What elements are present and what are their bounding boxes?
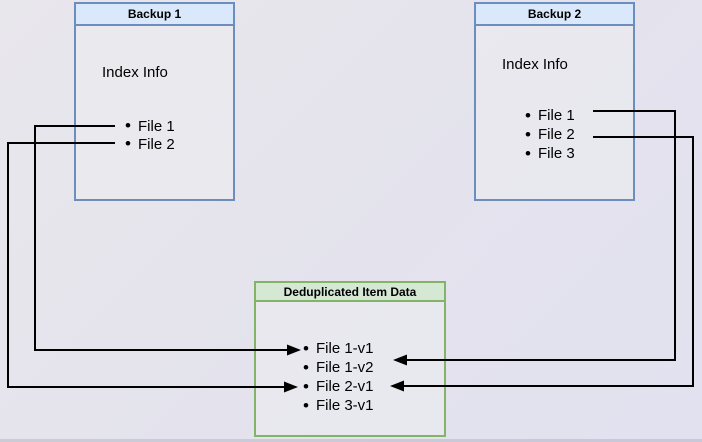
backup1-file-2: File 2 — [138, 135, 175, 153]
dedup-file-1-v2: File 1-v2 — [316, 359, 374, 376]
backup1-box: Backup 1 Index Info File 1 File 2 — [74, 2, 235, 201]
list-item: File 3-v1 — [303, 396, 374, 415]
backup1-title: Backup 1 — [76, 4, 233, 26]
backup2-box: Backup 2 Index Info File 1 File 2 File 3 — [474, 2, 635, 201]
backup2-file-2: File 2 — [538, 126, 575, 143]
list-item: File 1-v2 — [303, 358, 374, 377]
list-item: File 2-v1 — [303, 377, 374, 396]
list-item: File 1 — [525, 106, 575, 125]
backup1-file-1: File 1 — [138, 117, 175, 135]
backup2-subtitle: Index Info — [502, 56, 568, 73]
list-item: File 1-v1 — [303, 339, 374, 358]
backup2-file-1: File 1 — [538, 107, 575, 124]
backup2-file-3: File 3 — [538, 145, 575, 162]
backup1-file-list: File 1 File 2 — [125, 117, 175, 153]
dedup-title: Deduplicated Item Data — [256, 283, 444, 302]
backup1-subtitle: Index Info — [102, 64, 168, 81]
dedup-file-2-v1: File 2-v1 — [316, 378, 374, 395]
dedup-file-1-v1: File 1-v1 — [316, 340, 374, 357]
list-item: File 1 — [125, 117, 175, 135]
list-item: File 2 — [525, 125, 575, 144]
dedup-file-3-v1: File 3-v1 — [316, 397, 374, 414]
backup2-file-list: File 1 File 2 File 3 — [525, 106, 575, 163]
dedup-item-list: File 1-v1 File 1-v2 File 2-v1 File 3-v1 — [303, 339, 374, 415]
dedup-box: Deduplicated Item Data File 1-v1 File 1-… — [254, 281, 446, 437]
list-item: File 2 — [125, 135, 175, 153]
backup2-title: Backup 2 — [476, 4, 633, 26]
list-item: File 3 — [525, 144, 575, 163]
